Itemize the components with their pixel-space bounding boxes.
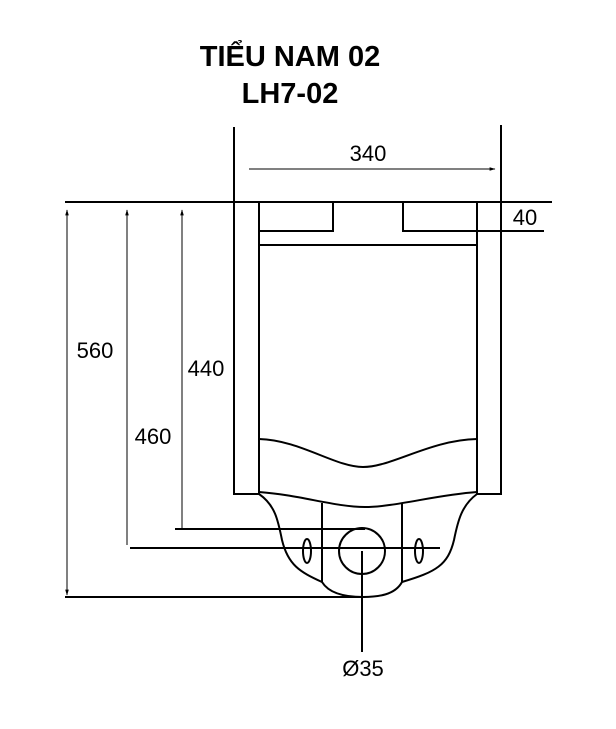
outlet-height-label: 460 (135, 424, 172, 449)
outlet-diameter-label: Ø35 (342, 656, 384, 681)
title-line-1: TIỂU NAM 02 (200, 39, 380, 73)
title-line-2: LH7-02 (242, 78, 339, 110)
top-depth-label: 40 (513, 205, 537, 230)
mount-hole-right (414, 538, 424, 564)
mount-hole-left (302, 538, 312, 564)
inner-height-label: 440 (188, 356, 225, 381)
overall-height-label: 560 (77, 338, 114, 363)
dimension-lines (65, 167, 496, 598)
outline (65, 125, 552, 652)
width-label: 340 (350, 141, 387, 166)
